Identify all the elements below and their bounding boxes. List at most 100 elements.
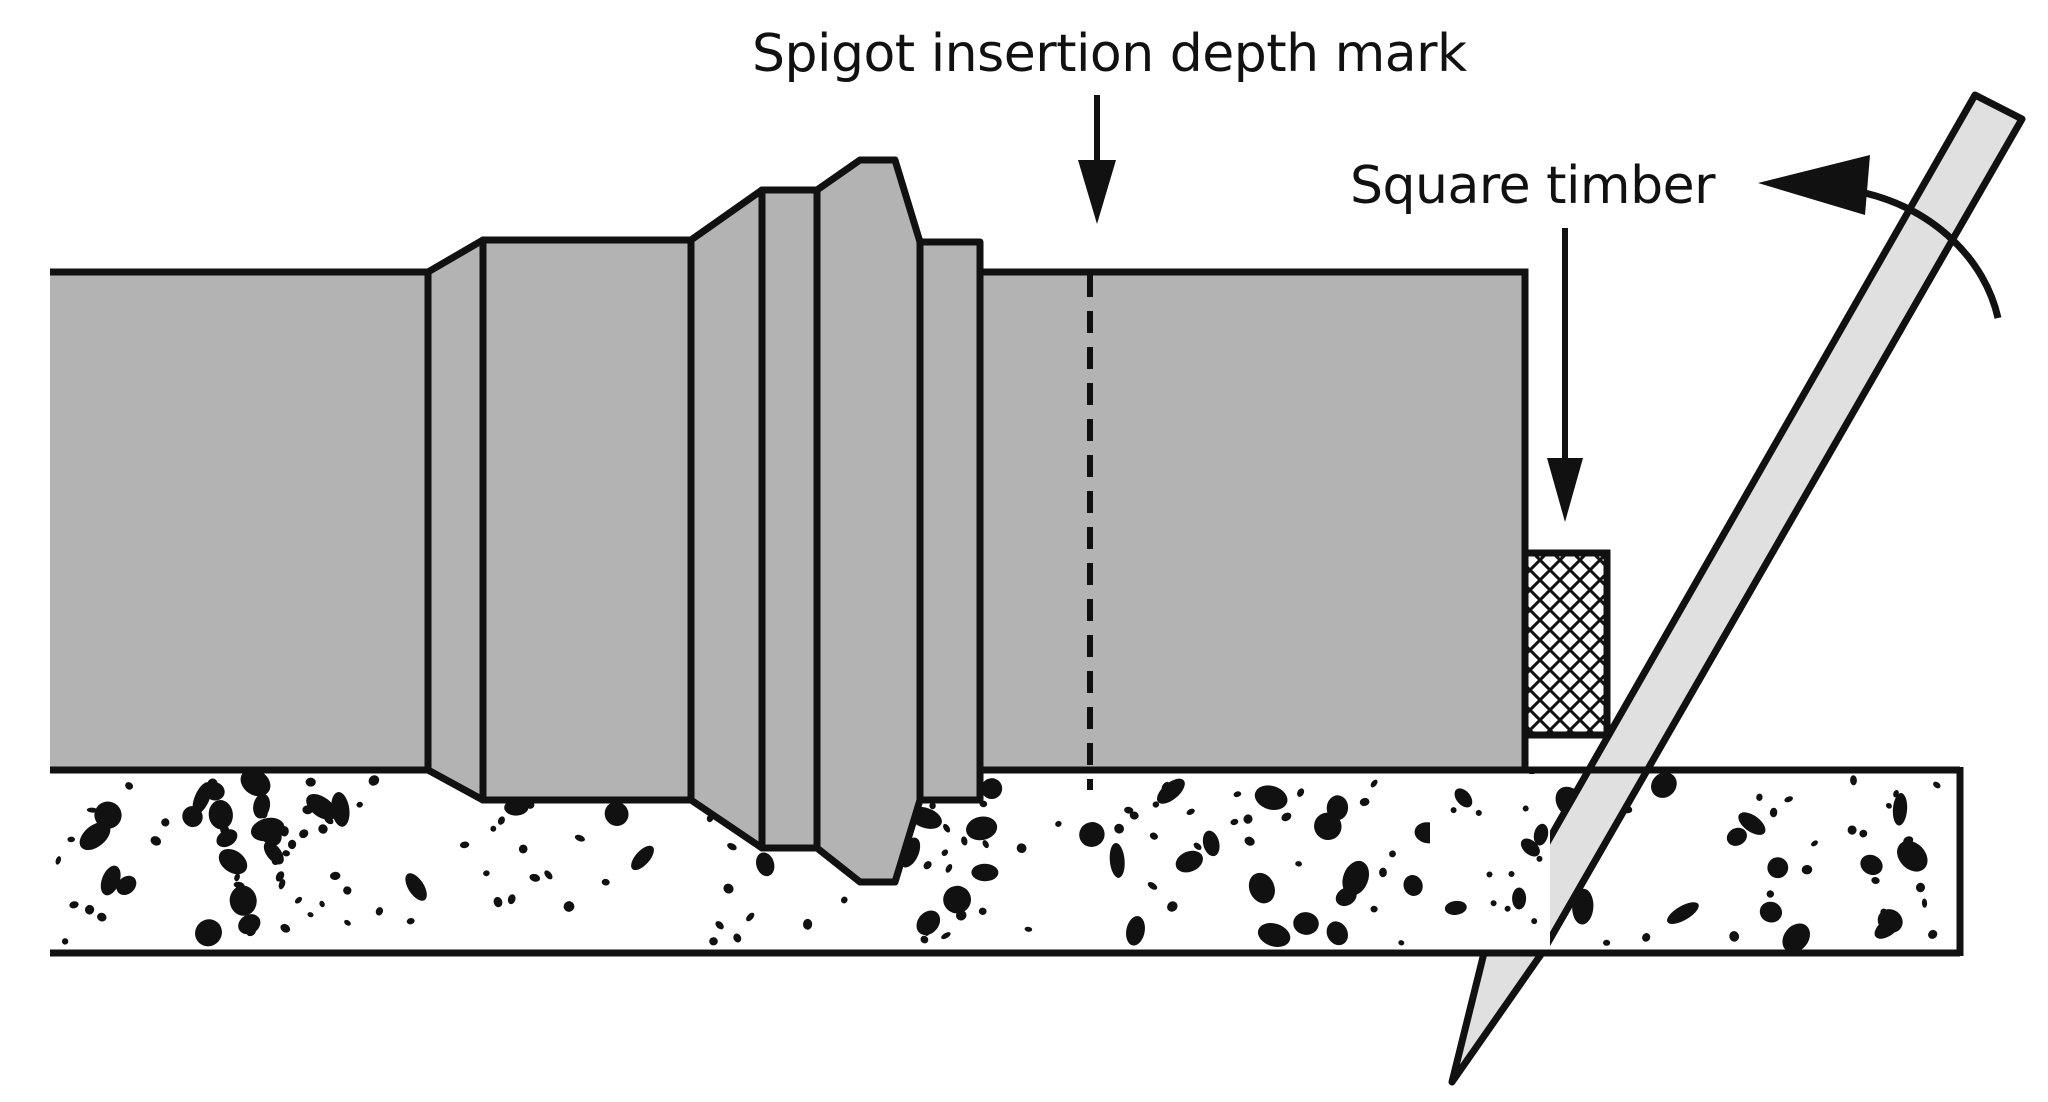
speckle: [1897, 840, 1928, 872]
speckle: [1293, 912, 1319, 935]
speckle: [97, 912, 107, 922]
speckle: [208, 800, 233, 830]
speckle: [1230, 818, 1239, 826]
speckle: [375, 907, 384, 916]
speckle: [604, 801, 629, 826]
speckle: [1167, 901, 1178, 912]
coupling-band: [758, 186, 821, 852]
speckle: [1921, 898, 1928, 908]
speckle: [1186, 808, 1195, 816]
speckle: [733, 933, 742, 943]
speckle: [1877, 909, 1903, 933]
speckle: [1016, 843, 1027, 854]
curved-arrow-icon: [1758, 155, 2002, 319]
speckle: [1769, 807, 1778, 818]
speckle: [1342, 860, 1370, 896]
speckle: [1398, 940, 1405, 946]
speckle: [483, 870, 490, 877]
speckle: [234, 873, 240, 882]
speckle: [1156, 778, 1185, 804]
speckle: [218, 848, 248, 875]
speckle: [253, 785, 262, 796]
speckle: [563, 901, 575, 912]
speckle: [1666, 902, 1699, 924]
speckle: [709, 937, 718, 946]
speckle: [1126, 916, 1145, 946]
bedding-speckles-overlay: [1444, 788, 1549, 925]
speckle: [192, 782, 212, 815]
speckle: [945, 864, 953, 873]
speckle: [916, 910, 941, 936]
speckle: [1522, 805, 1529, 812]
spigot-pipe: [976, 268, 1529, 774]
speckle: [1811, 840, 1818, 847]
speckle: [982, 840, 989, 849]
speckle: [1512, 887, 1527, 910]
speckle: [318, 824, 328, 834]
speckle: [275, 871, 285, 882]
speckle: [1444, 900, 1467, 915]
speckle: [1726, 827, 1747, 846]
speckle: [61, 938, 69, 945]
speckle: [216, 829, 238, 848]
speckle: [960, 895, 970, 902]
speckle: [929, 802, 936, 810]
speckle: [1147, 882, 1158, 890]
speckle: [1295, 861, 1302, 867]
speckle: [955, 910, 967, 921]
speckle: [1767, 857, 1789, 879]
speckle: [1871, 876, 1880, 885]
pry-bar: [1420, 91, 2026, 1086]
speckle: [250, 817, 285, 842]
rotation-arc: [1864, 189, 2002, 319]
speckle: [1257, 923, 1291, 947]
speckle: [79, 822, 111, 851]
speckle: [1860, 854, 1883, 876]
speckle: [1370, 779, 1378, 788]
speckle: [1490, 900, 1497, 907]
speckle: [1508, 871, 1515, 878]
speckle: [1243, 814, 1253, 824]
speckle: [497, 816, 505, 825]
speckle: [1149, 832, 1158, 840]
speckle: [1486, 871, 1493, 878]
speckle: [280, 923, 291, 933]
speckle: [246, 927, 256, 937]
square-timber: [1521, 549, 1611, 739]
speckle: [943, 885, 971, 914]
square-timber-label: Square timber: [1350, 156, 1715, 216]
speckle: [368, 775, 380, 786]
speckle: [961, 836, 968, 846]
speckle: [1859, 829, 1868, 838]
speckle: [1339, 895, 1347, 904]
speckle: [924, 930, 930, 936]
left-pipe-fill: [50, 272, 428, 770]
speckle: [1175, 850, 1203, 873]
speckle: [1885, 802, 1892, 809]
speckle: [529, 873, 541, 882]
speckle: [116, 875, 137, 896]
speckle: [841, 896, 848, 904]
speckle: [1254, 785, 1288, 810]
speckle: [1651, 772, 1677, 798]
speckle: [1928, 929, 1938, 939]
speckle: [490, 825, 497, 832]
speckle: [1297, 788, 1305, 797]
speckle: [1124, 806, 1134, 814]
speckle: [1403, 875, 1423, 896]
speckle: [307, 912, 314, 918]
speckle: [1475, 809, 1482, 816]
speckle: [971, 863, 999, 882]
speckle: [1079, 822, 1105, 847]
speckle: [923, 861, 932, 870]
speckle: [802, 918, 813, 930]
speckle: [1370, 905, 1378, 913]
rotation-arrowhead: [1758, 155, 1870, 215]
speckle: [601, 878, 610, 886]
speckle: [1379, 867, 1387, 878]
speckle: [943, 823, 951, 833]
speckle: [1152, 801, 1160, 808]
speckle: [294, 896, 303, 904]
coupling-collar: [813, 156, 924, 886]
